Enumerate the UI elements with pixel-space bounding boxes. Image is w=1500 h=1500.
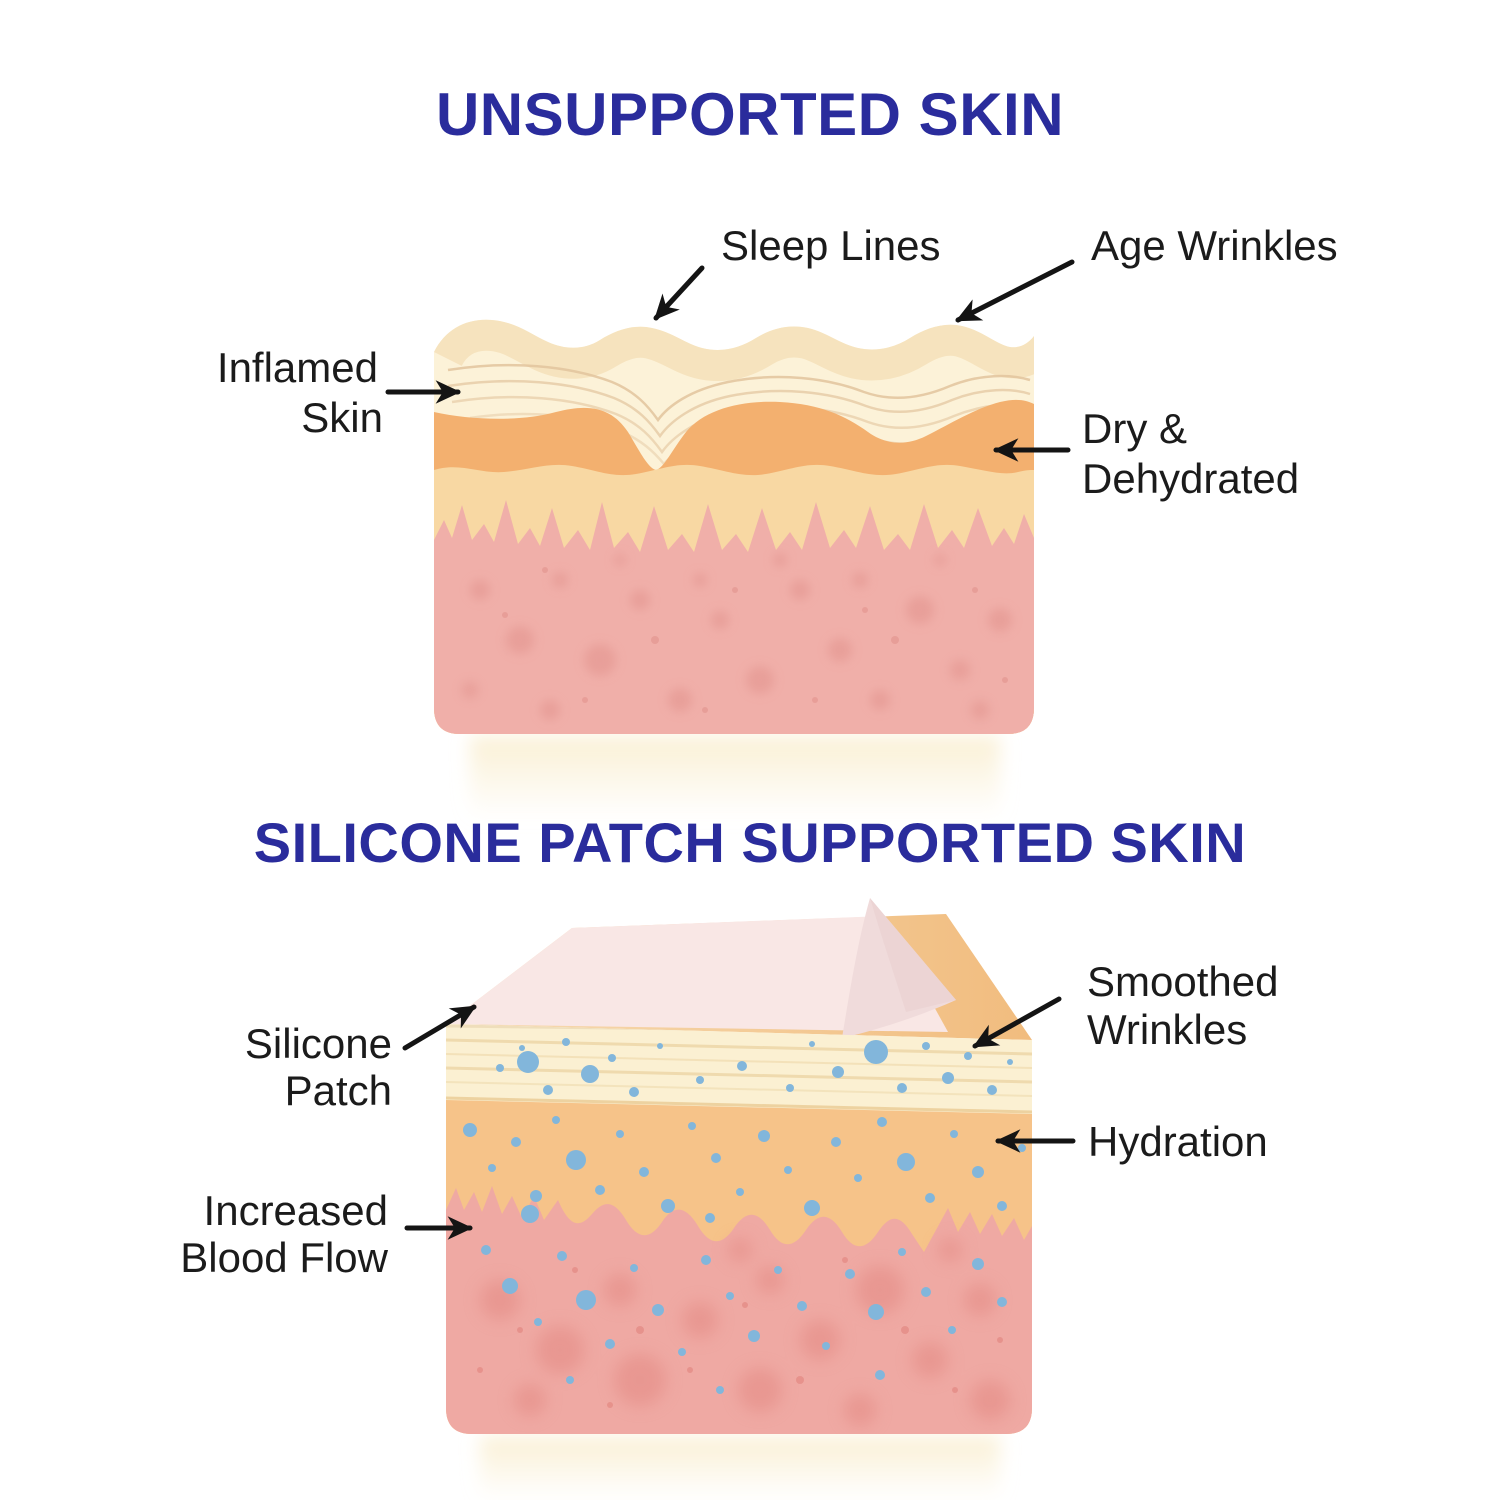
supported-annotations: Silicone Patch Increased Blood Flow Smoo…: [180, 958, 1278, 1281]
silicone-patch-label-line1: Silicone: [245, 1020, 392, 1067]
silicone-patch-arrow: [402, 1004, 477, 1051]
patch-flap-shadow: [870, 898, 956, 1012]
silicone-patch-sheet: [446, 916, 948, 1032]
smoothed-wrinkles-label-line2: Wrinkles: [1087, 1006, 1247, 1053]
supported-title: SILICONE PATCH SUPPORTED SKIN: [254, 811, 1247, 874]
dermis-spots: [462, 553, 1012, 720]
smoothed-wrinkles-label-line1: Smoothed: [1087, 958, 1278, 1005]
sleep-lines-arrow: [653, 265, 705, 321]
sleep-lines-label: Sleep Lines: [721, 222, 941, 269]
blood-flow-speckles: [477, 1257, 1003, 1408]
unsupported-title: UNSUPPORTED SKIN: [436, 81, 1064, 148]
lower-dermis-layer: [434, 500, 1034, 734]
hydration-droplets: [463, 1038, 1026, 1394]
supported-lower-dermis-layer: [446, 1186, 1032, 1434]
silicone-patch-label-line2: Patch: [285, 1067, 392, 1114]
smoothed-wrinkles-arrow: [972, 996, 1062, 1049]
skin-surface-band: [434, 319, 1034, 381]
block2-reflection: [480, 1436, 1000, 1500]
epidermis-dermis-boundary: [446, 1096, 1032, 1114]
dry-dehydrated-label-line1: Dry &: [1082, 405, 1187, 452]
block1-reflection: [470, 736, 1000, 820]
age-wrinkles-label: Age Wrinkles: [1091, 222, 1338, 269]
unsupported-annotations: Sleep Lines Age Wrinkles Inflamed Skin D…: [217, 222, 1338, 502]
inflamed-skin-label-line1: Inflamed: [217, 344, 378, 391]
dry-dehydrated-label-line2: Dehydrated: [1082, 455, 1299, 502]
hydration-label: Hydration: [1088, 1118, 1268, 1165]
age-wrinkles-arrow: [955, 259, 1075, 323]
supported-skin-block: [446, 898, 1032, 1434]
inflamed-skin-label-line2: Skin: [301, 394, 383, 441]
increased-blood-flow-label-line2: Blood Flow: [180, 1234, 388, 1281]
dermis-speckles: [502, 567, 1008, 713]
increased-blood-flow-label-line1: Increased: [204, 1187, 388, 1234]
unsupported-skin-block: [434, 319, 1034, 734]
blood-flow-spots: [480, 1238, 1010, 1426]
